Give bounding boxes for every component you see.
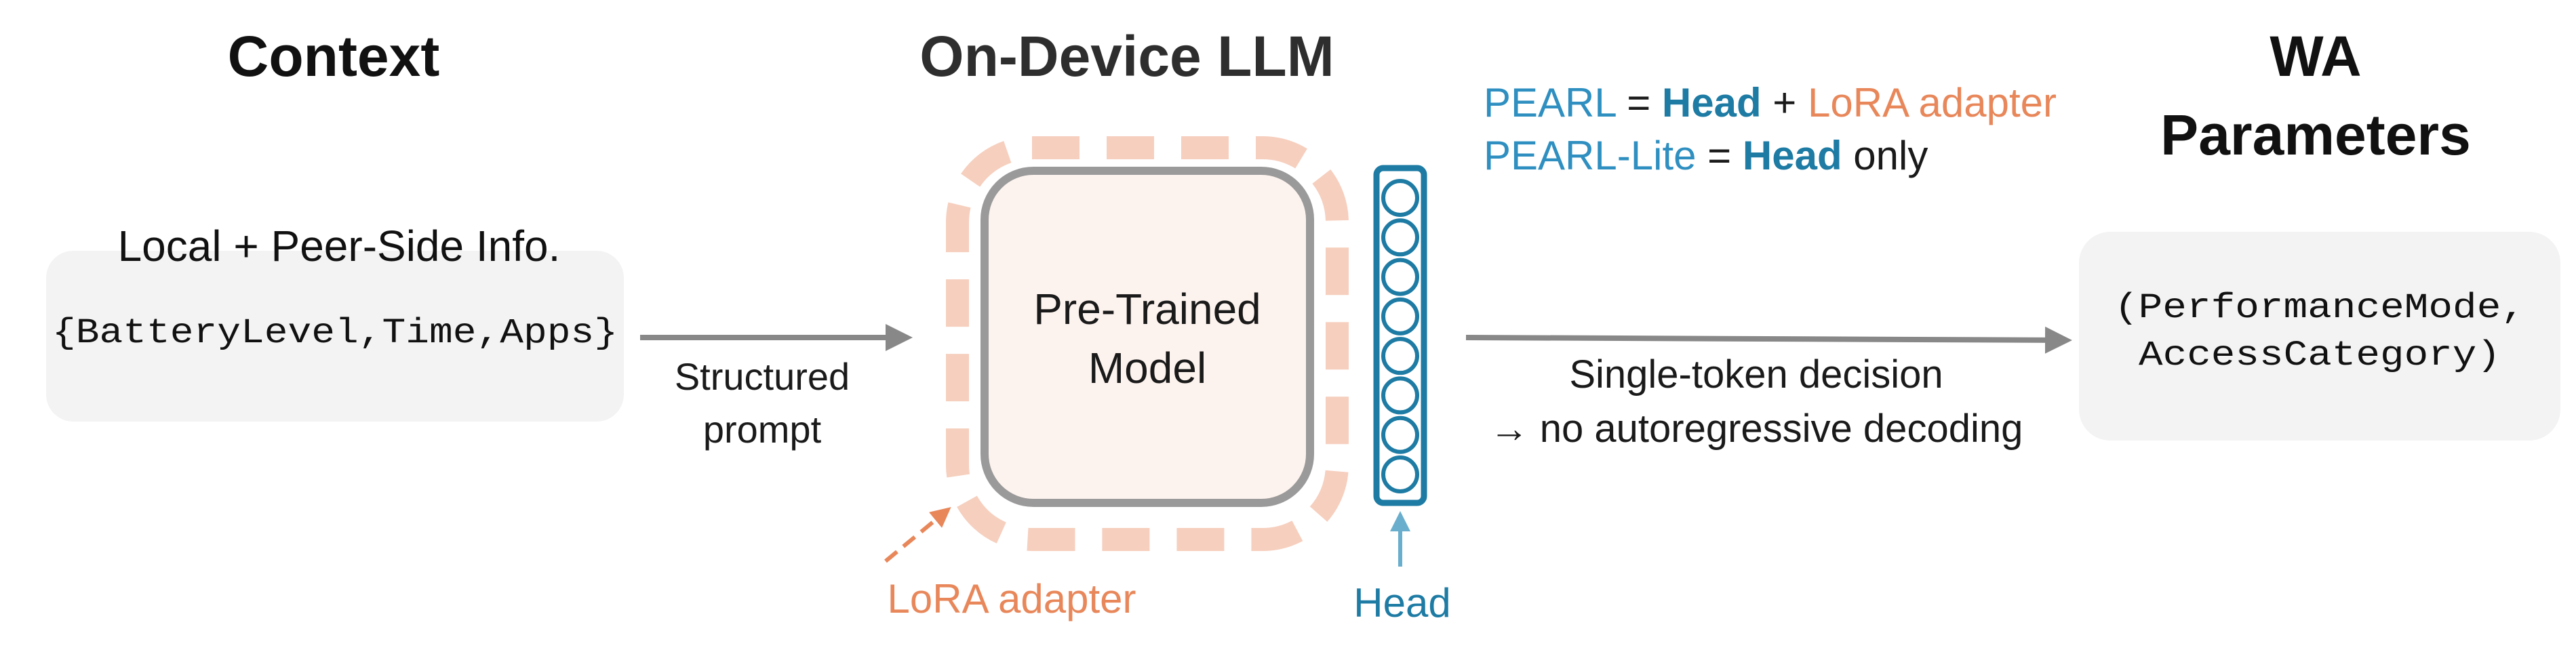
head-units [1381,179,1419,493]
head-unit [1381,179,1419,217]
head-unit [1381,337,1419,375]
heading-on-device-llm: On-Device LLM [919,24,1334,88]
context-box [46,251,624,422]
arrow-decision-label-1: Single-token decision [1569,352,1943,396]
legend-head-1: Head [1662,80,1762,125]
head-unit [1381,258,1419,296]
pretrained-model-box [980,167,1314,507]
heading-context: Context [228,24,440,88]
model-label-2: Model [1088,344,1206,392]
head-label: Head [1353,580,1450,626]
context-box-code: {BatteryLevel,Time,Apps} [52,313,618,353]
legend-lora: LoRA adapter [1808,80,2057,125]
legend-eq-1: = [1616,80,1662,125]
head-unit [1381,415,1419,454]
legend-pearl: PEARL [1484,80,1616,125]
head-unit [1381,218,1419,257]
heading-parameters: Parameters [2160,103,2471,167]
output-line-2: AccessCategory) [2139,335,2501,375]
lora-pointer-arrow [884,507,951,563]
arrow-prompt-label-2: prompt [703,408,822,451]
lora-adapter-outline [946,136,1349,551]
lora-adapter-label: LoRA adapter [888,576,1136,622]
head-unit [1381,376,1419,415]
arrow-decision [1465,326,2072,354]
legend-head-2: Head [1743,133,1842,178]
arrow-prompt-label-1: Structured [675,355,850,398]
head-unit [1381,297,1419,335]
arrow-decision-label-2: → no autoregressive decoding [1490,407,2023,451]
legend-pearl-lite: PEARL-Lite [1484,133,1696,178]
legend-pearl-lite-line: PEARL-Lite = Head only [1484,133,1928,178]
model-label-1: Pre-Trained [1033,285,1261,333]
legend-eq-2: = [1696,133,1742,178]
heading-wa: WA [2270,24,2361,88]
head-unit [1381,455,1419,493]
context-box-title: Local + Peer-Side Info. [118,222,561,270]
legend-plus: + [1762,80,1808,125]
output-line-1: (PerformanceMode, [2114,288,2525,328]
legend-only: only [1842,133,1928,178]
output-box [2079,232,2560,441]
legend-pearl-line: PEARL = Head + LoRA adapter [1484,80,2057,125]
